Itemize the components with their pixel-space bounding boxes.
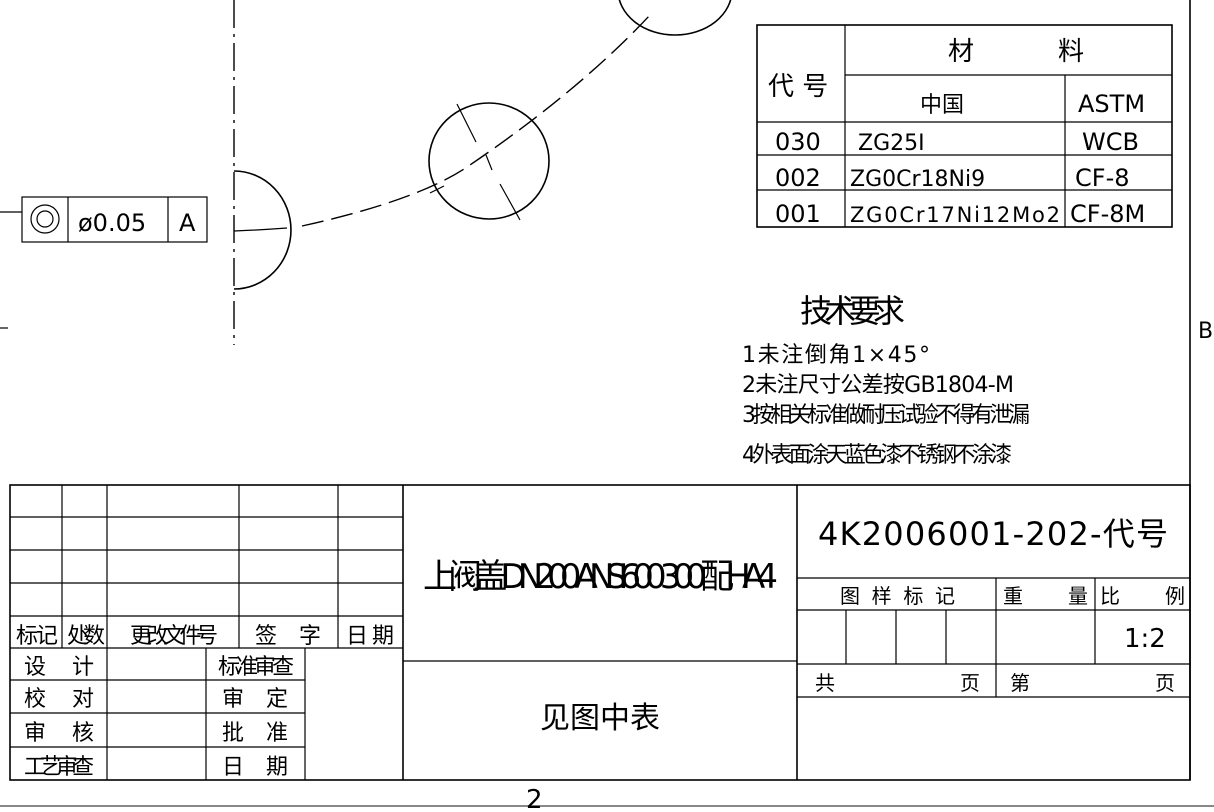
china-header: 中国 <box>920 93 964 118</box>
revision-header: 日 期 <box>346 624 394 649</box>
revision-header: 更改文件号 <box>130 624 218 649</box>
bolt-hole-circle-partial <box>618 0 732 36</box>
material-row-code: 002 <box>775 164 821 192</box>
weight-label: 重 量 <box>1003 584 1088 608</box>
material-row-code: 030 <box>775 128 821 156</box>
bolt-hole-circle <box>428 102 550 220</box>
sign-label: 审 核 <box>24 721 94 746</box>
material-row-china: ZG0Cr17Ni12Mo2 <box>850 203 1060 227</box>
sign-label: 批 准 <box>222 721 288 746</box>
material-header: 材 <box>948 37 974 67</box>
part-name: 上阀盖 DN200 ANSI600 300 配HA4 <box>423 557 778 597</box>
material-row-astm: CF-8 <box>1075 164 1130 192</box>
material-row-astm: CF-8M <box>1070 200 1145 228</box>
material-note: 见图中表 <box>540 701 660 736</box>
tech-requirement-item: 2未注尺寸公差按GB1804-M <box>742 373 1014 398</box>
astm-header: ASTM <box>1078 90 1145 118</box>
concentricity-icon <box>30 204 60 234</box>
sign-label: 日 期 <box>222 755 288 780</box>
total-pages-label: 页 <box>960 671 980 695</box>
page-label: 页 <box>1155 671 1175 695</box>
bolt-hole-centermark <box>456 103 477 143</box>
tech-requirement-item: 1未注倒角1×45° <box>742 343 930 368</box>
scale-value: 1:2 <box>1124 624 1166 654</box>
tolerance-value: ø0.05 <box>78 209 146 237</box>
bolt-hole-centermark <box>499 183 521 221</box>
sign-label: 设 计 <box>24 655 94 680</box>
zone-letter: B <box>1198 319 1213 344</box>
bolt-circle-arc <box>301 14 651 227</box>
bolt-hole-centermark <box>429 185 445 194</box>
scale-label: 比 例 <box>1100 584 1185 608</box>
material-row-code: 001 <box>775 200 821 228</box>
sign-label: 校 对 <box>24 687 94 712</box>
datum-reference: A <box>179 209 196 237</box>
feature-control-frame: ø0.05 A <box>0 196 208 243</box>
zone-number: 2 <box>526 785 543 812</box>
material-row-astm: WCB <box>1082 128 1139 156</box>
technical-requirements: 技术要求 1未注倒角1×45° 2未注尺寸公差按GB1804-M 3按相关标准做… <box>742 292 1030 468</box>
material-table: 代 号 材 料 中国 ASTM 030 ZG25I WCB 002 ZG0Cr1… <box>756 24 1173 228</box>
boss-center-mark <box>233 227 288 232</box>
sign-label: 工艺审查 <box>24 755 94 780</box>
title-block: 标记 处数 更改文件号 签 字 日 期 设 计 校 对 审 核 工艺审查 标准审… <box>9 484 1191 781</box>
sample-mark-label: 图 样 标 记 <box>840 584 955 608</box>
sign-label: 审 定 <box>222 687 288 712</box>
tech-requirement-item: 4外表面涂天蓝色漆不锈钢不涂漆 <box>742 443 1012 468</box>
material-row-china: ZG0Cr18Ni9 <box>850 167 985 192</box>
half-circle-boss <box>233 170 292 290</box>
material-row-china: ZG25I <box>858 131 925 156</box>
tech-requirements-title: 技术要求 <box>800 292 905 330</box>
sign-label: 标准审查 <box>218 655 294 680</box>
revision-header: 标记 <box>16 624 58 649</box>
revision-header: 处数 <box>67 624 105 649</box>
revision-header: 签 字 <box>255 624 321 649</box>
tech-requirement-item: 3按相关标准做耐压试验不得有泄漏 <box>742 403 1030 428</box>
drawing-number: 4K2006001-202-代号 <box>818 515 1168 553</box>
code-header: 代 号 <box>768 72 828 102</box>
bolt-hole-centermark <box>485 154 493 171</box>
total-pages-label: 共 <box>815 671 835 695</box>
material-header: 料 <box>1058 37 1084 67</box>
page-label: 第 <box>1010 671 1030 695</box>
